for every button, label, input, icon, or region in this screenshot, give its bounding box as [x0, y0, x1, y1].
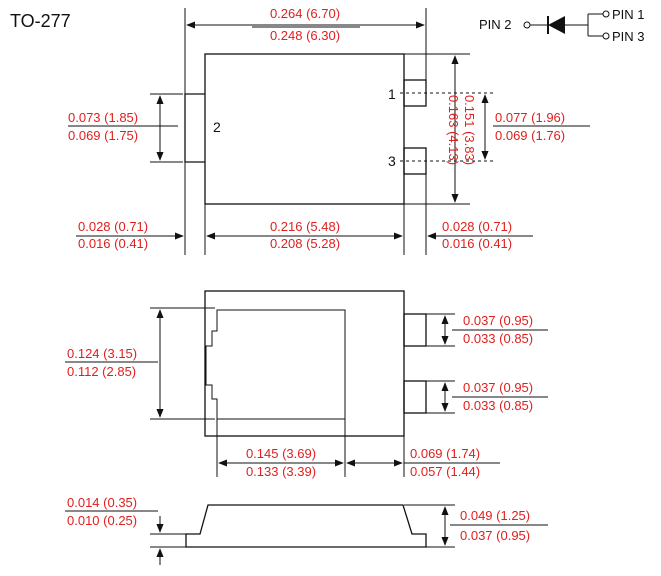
dim-lead-thickness-min: 0.010 (0.25) [67, 513, 137, 528]
bottom-pin1-pad [403, 313, 427, 347]
top-pin2-lead [184, 93, 205, 163]
pin-label-3: 3 [388, 153, 396, 169]
bottom-pin3-pad [403, 380, 427, 414]
dim-pin-pitch-max: 0.077 (1.96) [495, 110, 565, 125]
diode-schematic: PIN 2 PIN 1 PIN 3 [479, 7, 645, 44]
diode-triangle-icon [548, 16, 565, 34]
dim-height-min: 0.037 (0.95) [460, 528, 530, 543]
dim-pin-pitch-min: 0.069 (1.76) [495, 128, 565, 143]
dim-body-width-max: 0.216 (5.48) [270, 219, 340, 234]
dim-lead-thickness-max: 0.014 (0.35) [67, 495, 137, 510]
dim-pin3-pad-min: 0.033 (0.85) [463, 398, 533, 413]
dim-pin2-height-min: 0.069 (1.75) [68, 128, 138, 143]
bottom-body-outline [204, 290, 405, 437]
dim-pin1-pad-min: 0.033 (0.85) [463, 331, 533, 346]
schematic-pin3-label: PIN 3 [612, 29, 645, 44]
top-body-outline [204, 53, 405, 205]
dim-pin1-pad-max: 0.037 (0.95) [463, 313, 533, 328]
dim-overall-width-max: 0.264 (6.70) [270, 6, 340, 21]
dim-pin2-height-max: 0.073 (1.85) [68, 110, 138, 125]
pin-label-2: 2 [213, 119, 221, 135]
bottom-heat-pad [205, 309, 346, 420]
pin-label-1: 1 [388, 86, 396, 102]
pin3-terminal-icon [602, 32, 610, 40]
dim-pad-gap-min: 0.057 (1.44) [410, 464, 480, 479]
schematic-pin2-label: PIN 2 [479, 17, 512, 32]
pin2-terminal-icon [523, 21, 531, 29]
dim-body-height-min: 0.151 (3.83) [462, 95, 477, 165]
dim-overall-width-min: 0.248 (6.30) [270, 28, 340, 43]
dim-right-lead-max: 0.028 (0.71) [442, 219, 512, 234]
package-title: TO-277 [10, 11, 71, 31]
dim-left-lead-min: 0.016 (0.41) [78, 236, 148, 251]
dim-pad-width-max: 0.145 (3.69) [246, 446, 316, 461]
dim-left-lead-max: 0.028 (0.71) [78, 219, 148, 234]
dim-pin3-pad-max: 0.037 (0.95) [463, 380, 533, 395]
dim-pad-height-min: 0.112 (2.85) [67, 364, 136, 379]
pin1-terminal-icon [602, 10, 610, 18]
side-body-outline [185, 504, 427, 548]
dim-height-max: 0.049 (1.25) [460, 508, 530, 523]
dim-pad-width-min: 0.133 (3.39) [246, 464, 316, 479]
dim-body-width-min: 0.208 (5.28) [270, 236, 340, 251]
schematic-pin1-label: PIN 1 [612, 7, 645, 22]
dim-body-height-max: 0.163 (4.13) [446, 95, 461, 165]
side-view: 0.014 (0.35) 0.010 (0.25) 0.049 (1.25) 0… [65, 495, 548, 565]
top-view: 2 1 3 0.264 (6.70) 0.248 (6.30) 0.073 (1… [68, 6, 590, 255]
dim-pad-gap-max: 0.069 (1.74) [410, 446, 480, 461]
dim-right-lead-min: 0.016 (0.41) [442, 236, 512, 251]
dim-pad-height-max: 0.124 (3.15) [67, 346, 137, 361]
bottom-view: 0.124 (3.15) 0.112 (2.85) 0.037 (0.95) 0… [65, 290, 548, 479]
